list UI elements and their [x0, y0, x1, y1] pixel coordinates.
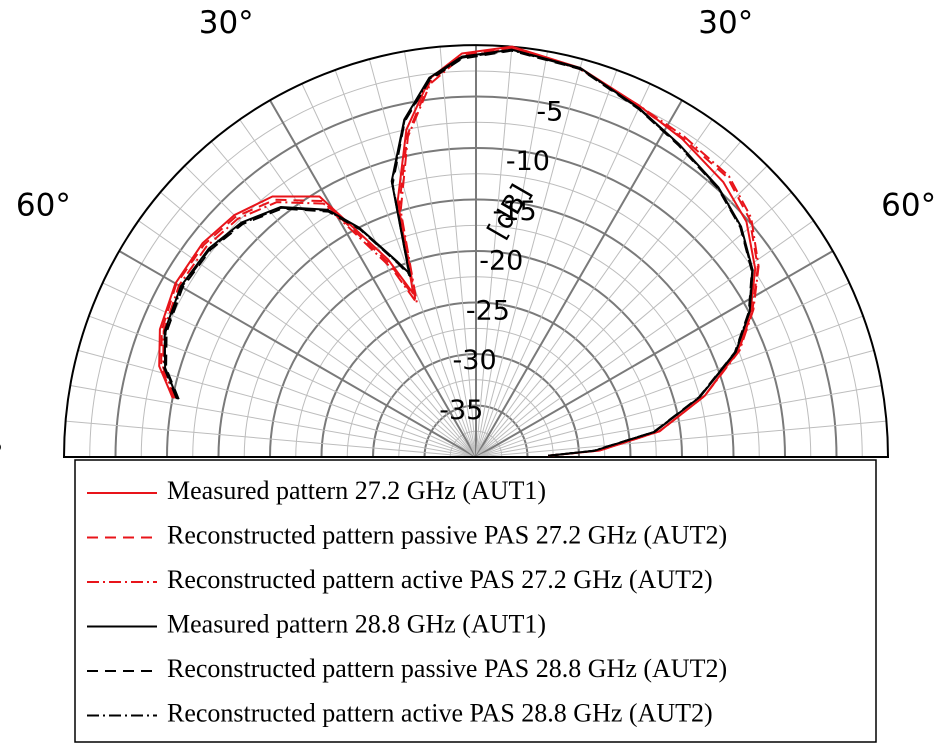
minor-angle-spoke	[77, 349, 477, 458]
major-angle-spoke	[475, 99, 683, 458]
minor-angle-spoke	[138, 220, 477, 458]
minor-angle-spoke	[475, 119, 713, 458]
legend-label-1: Measured pattern 27.2 GHz (AUT1)	[167, 476, 546, 505]
minor-angle-spoke	[88, 315, 477, 458]
minor-angle-spoke	[475, 46, 513, 458]
angle-tick-label: 90°	[948, 438, 950, 474]
minor-angle-spoke	[475, 349, 875, 458]
minor-angle-spoke	[475, 282, 850, 458]
minor-angle-spoke	[210, 141, 477, 458]
series-layer	[158, 45, 760, 457]
minor-angle-spoke	[184, 165, 477, 458]
minor-angle-spoke	[160, 191, 477, 458]
minor-angle-spoke	[475, 165, 768, 458]
minor-angle-spoke	[475, 58, 584, 458]
minor-angle-spoke	[475, 83, 651, 458]
legend-label-3: Reconstructed pattern active PAS 27.2 GH…	[167, 565, 713, 594]
radial-tick-label: -35	[439, 395, 483, 426]
angle-tick-label: 90°	[0, 438, 4, 474]
major-angle-spoke	[118, 250, 477, 458]
tick-labels: 90°60°30°0°30°60°90°-5-10-15-20-25-30-35…	[0, 5, 950, 474]
minor-angle-spoke	[475, 141, 742, 458]
legend-box	[74, 459, 877, 743]
radial-tick-label: -30	[453, 345, 497, 376]
minor-angle-spoke	[475, 191, 792, 458]
minor-angle-spoke	[334, 69, 477, 458]
minor-angle-spoke	[439, 46, 477, 458]
minor-angle-spoke	[475, 51, 549, 458]
outer-boundary	[62, 44, 890, 458]
angle-tick-label: 60°	[16, 188, 71, 224]
series-line-3	[162, 47, 760, 457]
angle-tick-label: 30°	[698, 5, 753, 41]
minor-angle-spoke	[301, 83, 477, 458]
legend-label-4: Measured pattern 28.8 GHz (AUT1)	[167, 609, 546, 638]
radial-tick-label: -15	[493, 196, 537, 227]
legend: Measured pattern 27.2 GHz (AUT1) Reconstr…	[74, 459, 877, 743]
minor-angle-spoke	[368, 58, 477, 458]
angle-tick-label: 30°	[199, 5, 254, 41]
radial-tick-label: -5	[536, 96, 563, 127]
series-line-6	[163, 49, 754, 457]
minor-angle-spoke	[475, 420, 887, 458]
radial-tick-label: -25	[466, 295, 510, 326]
minor-angle-spoke	[475, 69, 618, 458]
legend-label-2: Reconstructed pattern passive PAS 27.2 G…	[167, 520, 727, 549]
legend-label-5: Reconstructed pattern passive PAS 28.8 G…	[167, 654, 727, 683]
minor-angle-spoke	[65, 420, 477, 458]
minor-angle-spoke	[475, 220, 814, 458]
minor-angle-spoke	[239, 119, 477, 458]
major-angle-spoke	[269, 99, 477, 458]
radial-tick-label: -10	[506, 146, 550, 177]
radial-tick-label: -20	[479, 246, 523, 277]
legend-label-6: Reconstructed pattern active PAS 28.8 GH…	[167, 698, 713, 727]
minor-angle-spoke	[70, 384, 477, 458]
polar-grid	[62, 44, 890, 458]
angle-tick-label: 60°	[881, 188, 936, 224]
minor-angle-spoke	[475, 315, 864, 458]
minor-angle-spoke	[475, 384, 882, 458]
major-angle-spoke	[475, 250, 834, 458]
